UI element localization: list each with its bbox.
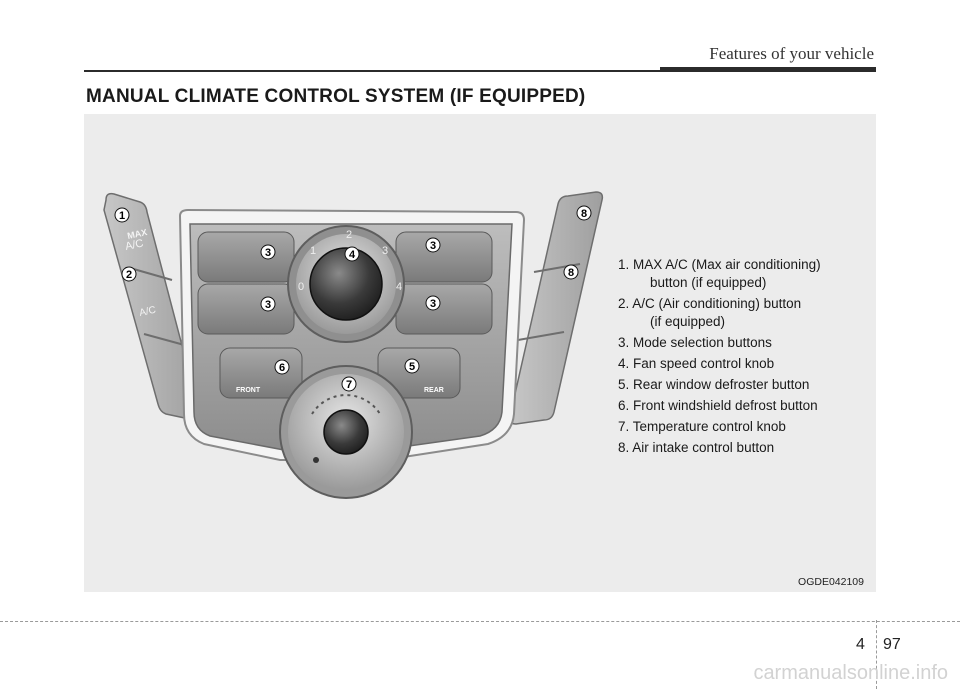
legend-item: 5. Rear window defroster button xyxy=(618,377,810,392)
rear-label: REAR xyxy=(424,387,444,394)
ac-lower-label: A/C xyxy=(138,305,157,319)
legend-list: 1. MAX A/C (Max air conditioning)button … xyxy=(618,256,821,460)
callout-7: 7 xyxy=(346,379,352,391)
fan-scale-4: 4 xyxy=(396,281,402,293)
callout-8b: 8 xyxy=(568,267,574,279)
ac-upper-label: A/C xyxy=(124,237,144,253)
page-number: 97 xyxy=(883,636,901,653)
page-separator xyxy=(876,620,877,689)
section-title: MANUAL CLIMATE CONTROL SYSTEM (IF EQUIPP… xyxy=(86,86,586,107)
callout-8a: 8 xyxy=(581,208,587,220)
temperature-knob xyxy=(279,365,413,499)
fan-scale-1: 1 xyxy=(310,245,316,257)
max-label: MAX xyxy=(126,227,148,241)
legend-item: 4. Fan speed control knob xyxy=(618,356,775,371)
callout-2: 2 xyxy=(126,269,132,281)
callout-3b: 3 xyxy=(265,299,271,311)
callout-3d: 3 xyxy=(430,298,436,310)
climate-panel-illustration: MAX A/C A/C FRONT REAR 0 1 2 3 4 1 2 3 3… xyxy=(103,191,604,499)
fan-scale-0: 0 xyxy=(298,281,304,293)
legend-item: 2. A/C (Air conditioning) button(if equi… xyxy=(618,296,802,329)
front-label: FRONT xyxy=(236,387,261,394)
legend-item: 1. MAX A/C (Max air conditioning)button … xyxy=(618,257,821,290)
fan-scale-2: 2 xyxy=(346,229,352,241)
legend-item: 6. Front windshield defrost button xyxy=(618,398,818,413)
legend-item: 8. Air intake control button xyxy=(618,440,775,455)
figure-code: OGDE042109 xyxy=(798,576,864,588)
watermark: carmanualsonline.info xyxy=(753,662,948,684)
callout-3a: 3 xyxy=(265,247,271,259)
callout-5: 5 xyxy=(409,361,415,373)
climate-control-figure: MAX A/C A/C FRONT REAR 0 1 2 3 4 1 2 3 3… xyxy=(84,114,876,592)
footer-rule xyxy=(0,621,960,622)
callout-6: 6 xyxy=(279,362,285,374)
chapter-number: 4 xyxy=(856,636,865,653)
callout-4: 4 xyxy=(349,249,356,261)
callout-1: 1 xyxy=(119,210,125,222)
legend-item: 7. Temperature control knob xyxy=(618,419,786,434)
fan-speed-knob xyxy=(287,225,405,343)
fan-scale-3: 3 xyxy=(382,245,388,257)
running-header: Features of your vehicle xyxy=(709,44,874,63)
header-rule-accent xyxy=(660,67,876,72)
header-rule xyxy=(84,70,876,72)
legend-item: 3. Mode selection buttons xyxy=(618,335,772,350)
mode-buttons xyxy=(197,231,493,399)
callout-3c: 3 xyxy=(430,240,436,252)
callouts: 1 2 3 3 3 3 4 5 6 7 8 8 xyxy=(114,205,592,392)
